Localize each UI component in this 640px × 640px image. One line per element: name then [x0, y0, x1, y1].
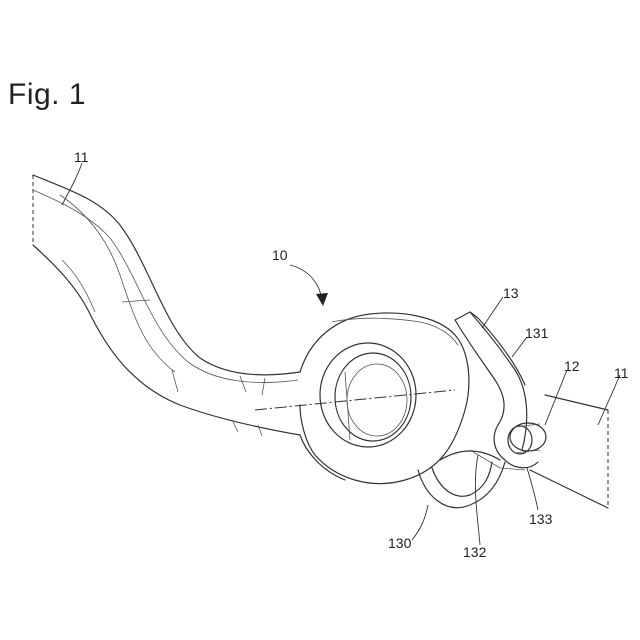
label-10: 10 — [272, 247, 288, 263]
arrow-10 — [290, 265, 328, 306]
leader-11-left — [62, 163, 82, 205]
pin — [508, 423, 546, 454]
clip — [418, 312, 538, 508]
label-132: 132 — [463, 544, 487, 560]
leader-133 — [527, 468, 538, 510]
leader-130 — [412, 505, 428, 540]
label-130: 130 — [388, 535, 412, 551]
label-12: 12 — [564, 358, 580, 374]
leader-12 — [545, 370, 567, 425]
label-11-left: 11 — [74, 149, 89, 165]
leader-11-right — [598, 375, 620, 425]
label-13: 13 — [503, 285, 519, 301]
right-bar — [530, 395, 608, 508]
bushing-body — [255, 313, 469, 484]
label-131: 131 — [525, 325, 549, 341]
label-133: 133 — [529, 511, 553, 527]
left-bar — [33, 175, 300, 436]
label-11-right: 11 — [614, 365, 629, 381]
leader-13 — [482, 297, 503, 328]
